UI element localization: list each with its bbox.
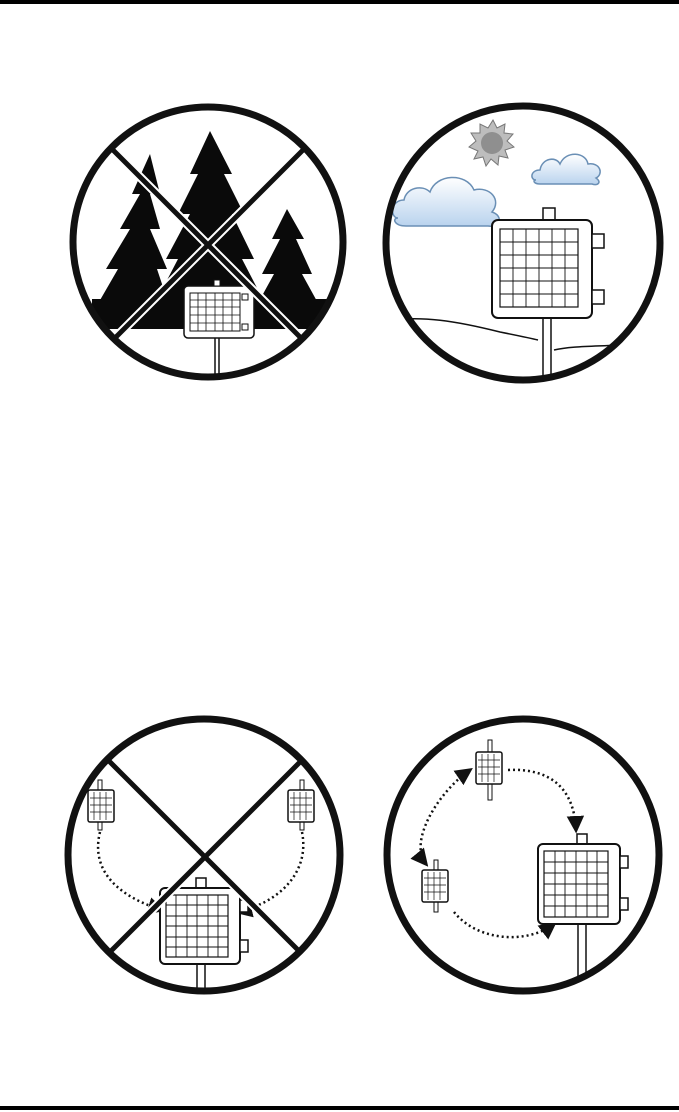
trees-obstruction-illustration [62, 99, 358, 385]
repeater-icon [422, 860, 448, 912]
cloud-icon [393, 177, 500, 226]
repeater-icon [476, 740, 502, 800]
signal-path-arrow [508, 770, 576, 830]
cloud-icon [532, 154, 600, 184]
top-page-rule [0, 0, 679, 4]
repeater-icon [288, 780, 314, 830]
solar-enclosure-icon [492, 208, 604, 386]
signal-path-arrow [421, 770, 470, 864]
panel-open-sky [380, 100, 666, 386]
bottom-page-rule [0, 1106, 679, 1110]
sun-icon [469, 120, 514, 166]
open-sky-illustration [380, 100, 666, 386]
distributed-repeaters-illustration [378, 712, 668, 998]
panel-distributed-repeaters [378, 712, 668, 998]
repeater-icon [88, 780, 114, 830]
panel-trees-obstruction [62, 99, 358, 385]
signal-path-arrow [98, 832, 162, 910]
panel-collinear-repeaters [60, 712, 350, 998]
solar-enclosure-icon [160, 878, 248, 998]
collinear-repeaters-illustration [60, 712, 350, 998]
